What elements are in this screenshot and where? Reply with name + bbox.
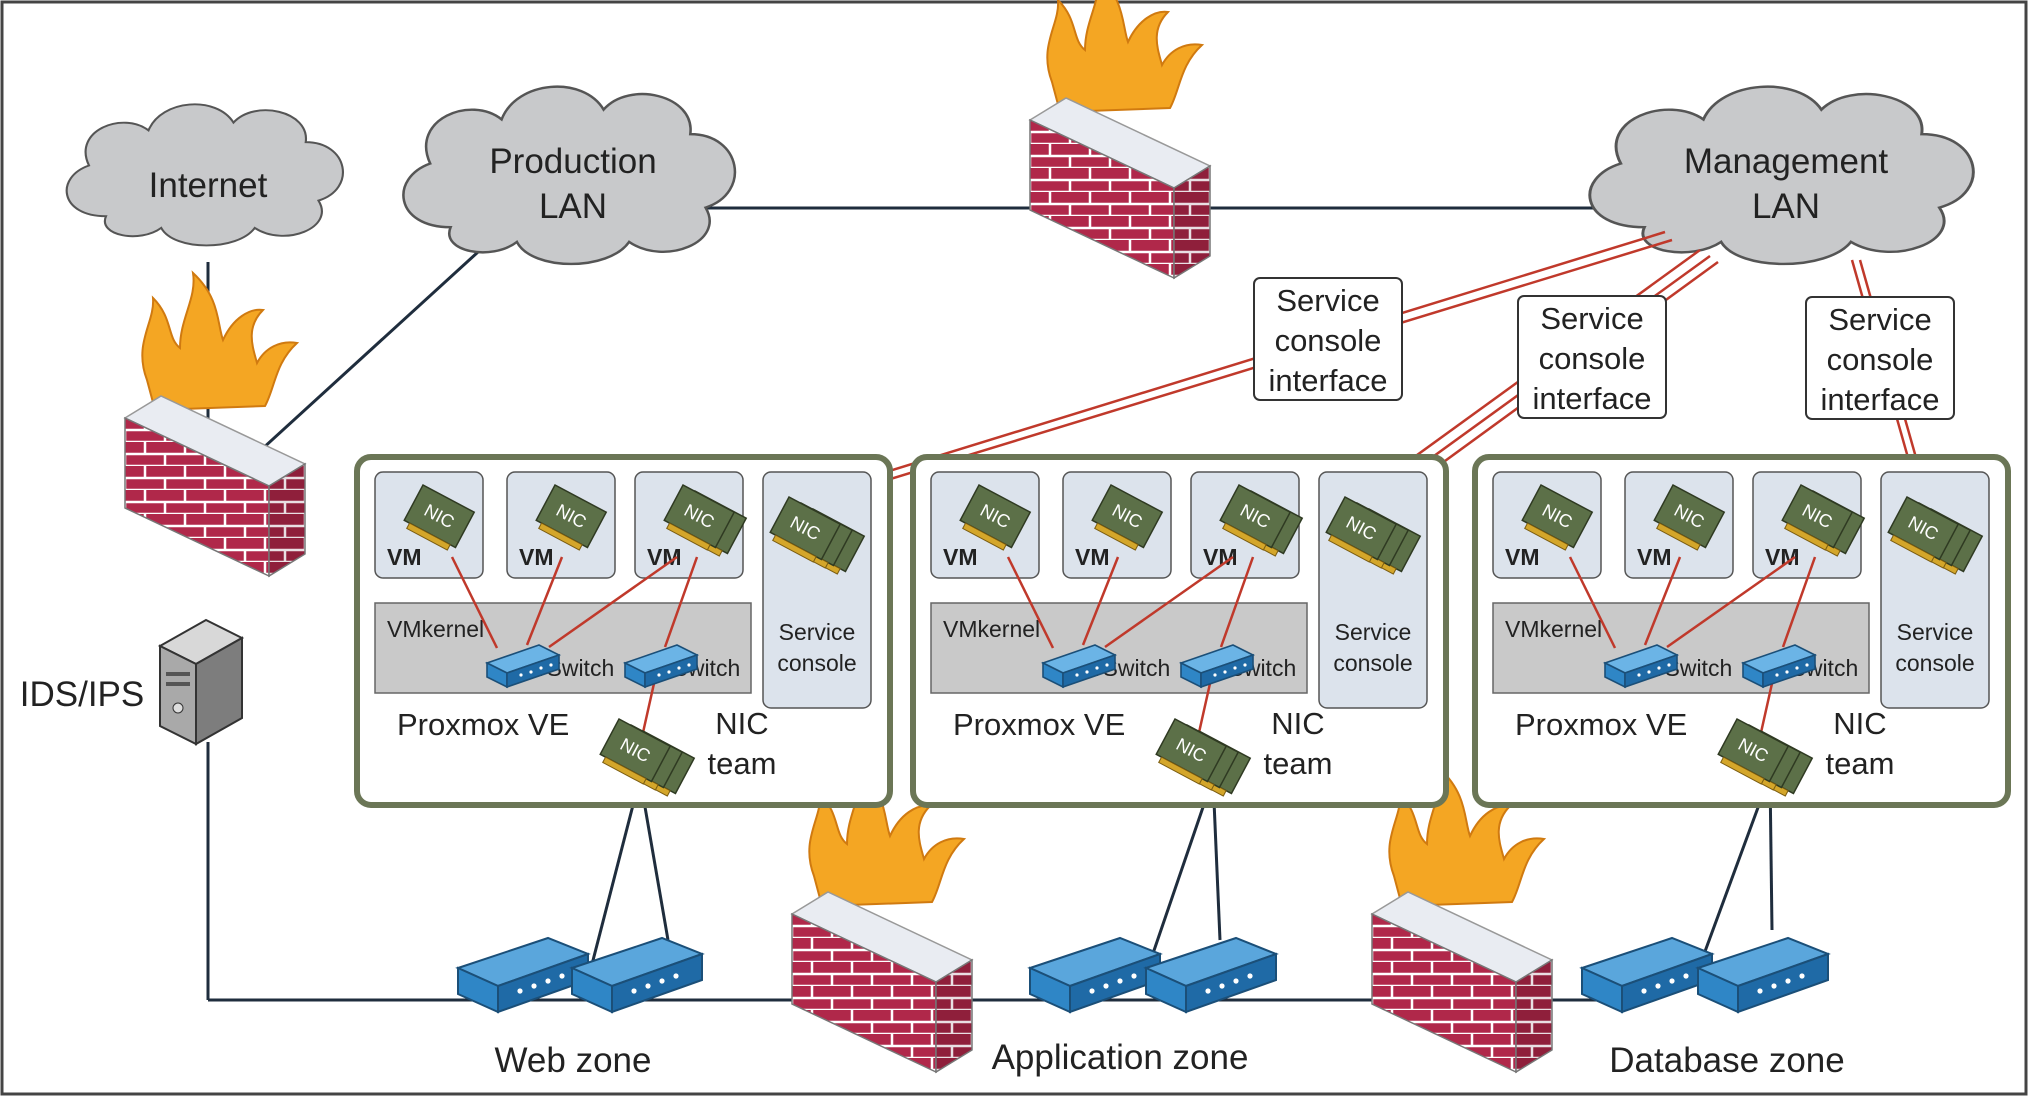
vm-link	[640, 678, 657, 738]
vm-link	[1081, 556, 1120, 646]
nic-card-icon: NIC	[1887, 495, 1984, 575]
nic-team-label-1: NIC	[1271, 706, 1324, 741]
management-lan-label-1: Management	[1684, 142, 1889, 181]
nic-team-label-1: NIC	[1833, 706, 1886, 741]
proxmox-ve-label: Proxmox VE	[397, 707, 569, 742]
vm-link	[1006, 556, 1055, 649]
vm-link	[1758, 678, 1775, 738]
sci-line2: console	[1827, 342, 1934, 377]
vm-link	[1666, 555, 1796, 649]
sci-line3: interface	[1533, 381, 1652, 416]
service-console-interface-box: Service console interface	[1805, 296, 1955, 420]
vm-link	[1781, 556, 1817, 648]
proxmox-ve-label: Proxmox VE	[953, 707, 1125, 742]
sci-line3: interface	[1821, 382, 1940, 417]
nic-card-icon: NIC	[599, 717, 696, 797]
sci-line1: Service	[1540, 301, 1643, 336]
vm-link	[450, 556, 499, 649]
vm-link	[525, 556, 564, 646]
vm-link	[1219, 556, 1255, 648]
vm-label: VM	[519, 544, 554, 570]
database-zone-label: Database zone	[1609, 1041, 1844, 1080]
nic-card-icon: NIC	[1091, 483, 1164, 551]
web-zone-label: Web zone	[495, 1041, 652, 1080]
ids-ips-server-icon	[157, 618, 245, 746]
nic-card-icon: NIC	[769, 495, 866, 575]
sci-line1: Service	[1828, 302, 1931, 337]
vm-link	[548, 555, 678, 649]
nic-card-icon: NIC	[663, 483, 748, 557]
nic-card-icon: NIC	[959, 483, 1032, 551]
service-console-interface-box: Service console interface	[1517, 295, 1667, 419]
nic-team-label-2: team	[1826, 746, 1895, 781]
vmkernel-label: VMkernel	[387, 616, 484, 642]
service-console-interface-box: Service console interface	[1253, 277, 1403, 401]
ids-ips-label: IDS/IPS	[20, 675, 144, 714]
nic-card-icon: NIC	[1717, 717, 1814, 797]
nic-card-icon: NIC	[1325, 495, 1422, 575]
vm-label: VM	[387, 544, 422, 570]
service-console-label-1: Service	[1897, 619, 1974, 645]
nic-card-icon: NIC	[1781, 483, 1866, 557]
service-console-label-1: Service	[1335, 619, 1412, 645]
service-console-label-2: console	[1895, 650, 1974, 676]
vm-label: VM	[943, 544, 978, 570]
vm-link	[663, 556, 699, 648]
sci-line1: Service	[1276, 283, 1379, 318]
nic-card-icon: NIC	[1219, 483, 1304, 557]
vm-label: VM	[1637, 544, 1672, 570]
service-console-label-2: console	[1333, 650, 1412, 676]
vm-label: VM	[1505, 544, 1540, 570]
production-lan-label-1: Production	[489, 142, 656, 181]
service-console-box: NIC Service console	[1318, 471, 1428, 709]
vmkernel-label: VMkernel	[1505, 616, 1602, 642]
production-lan-label-2: LAN	[539, 187, 607, 226]
nic-card-icon: NIC	[1521, 483, 1594, 551]
service-console-box: NIC Service console	[762, 471, 872, 709]
vm-label: VM	[1075, 544, 1110, 570]
application-zone-label: Application zone	[992, 1038, 1249, 1077]
nic-team-label-2: team	[1264, 746, 1333, 781]
nic-team-label-1: NIC	[715, 706, 768, 741]
vm-link	[1196, 678, 1213, 738]
sci-line3: interface	[1269, 363, 1388, 398]
vmkernel-label: VMkernel	[943, 616, 1040, 642]
vm-link	[1104, 555, 1234, 649]
internet-label: Internet	[149, 166, 268, 205]
service-console-label-2: console	[777, 650, 856, 676]
vm-link	[1568, 556, 1617, 649]
nic-card-icon: NIC	[403, 483, 476, 551]
nic-card-icon: NIC	[1653, 483, 1726, 551]
nic-card-icon: NIC	[535, 483, 608, 551]
vm-link	[1643, 556, 1682, 646]
sci-line2: console	[1275, 323, 1382, 358]
nic-team-label-2: team	[708, 746, 777, 781]
management-lan-label-2: LAN	[1752, 187, 1820, 226]
service-console-box: NIC Service console	[1880, 471, 1990, 709]
nic-card-icon: NIC	[1155, 717, 1252, 797]
service-console-label-1: Service	[779, 619, 856, 645]
proxmox-ve-label: Proxmox VE	[1515, 707, 1687, 742]
sci-line2: console	[1539, 341, 1646, 376]
